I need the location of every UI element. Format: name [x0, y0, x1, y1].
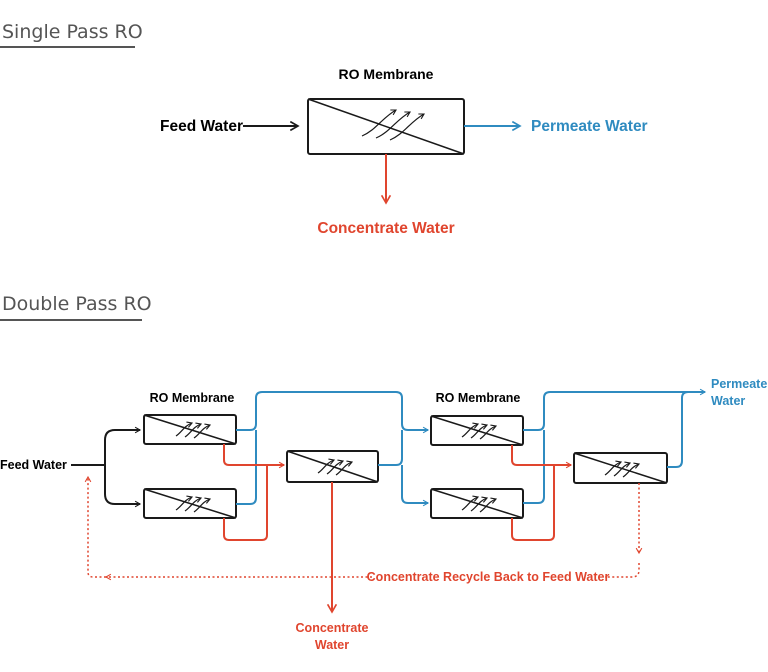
- recycle-loop: [84, 475, 643, 581]
- membrane-1c: [286, 450, 379, 483]
- double-membrane-label-1: RO Membrane: [150, 391, 235, 405]
- single-concentrate-label: Concentrate Water: [317, 220, 454, 237]
- membrane-2b: [430, 488, 524, 519]
- single-pass-heading: Single Pass RO: [2, 21, 143, 43]
- single-feed-label: Feed Water: [160, 118, 243, 135]
- double-feed-label: Feed Water: [0, 458, 67, 472]
- membrane-flow-icon: [361, 109, 425, 141]
- double-concentrate-label-line2: Water: [315, 638, 349, 652]
- recycle-label: Concentrate Recycle Back to Feed Water: [367, 570, 610, 584]
- feed-splitter: [71, 426, 142, 508]
- single-permeate-label: Permeate Water: [531, 118, 648, 135]
- membrane-1a: [143, 414, 237, 445]
- membrane-2c: [573, 452, 668, 484]
- double-permeate-label-line2: Water: [711, 394, 745, 408]
- single-ro-membrane: [307, 98, 465, 155]
- membrane-2a: [430, 415, 524, 446]
- membrane-1b: [143, 488, 237, 519]
- double-concentrate-label-line1: Concentrate: [296, 621, 369, 635]
- double-permeate-label-line1: Permeate: [711, 377, 767, 391]
- single-membrane-label: RO Membrane: [339, 66, 434, 82]
- double-membrane-label-2: RO Membrane: [436, 391, 521, 405]
- permeate-lines: [236, 388, 707, 507]
- double-pass-heading: Double Pass RO: [2, 293, 152, 315]
- concentrate-lines: [223, 444, 573, 614]
